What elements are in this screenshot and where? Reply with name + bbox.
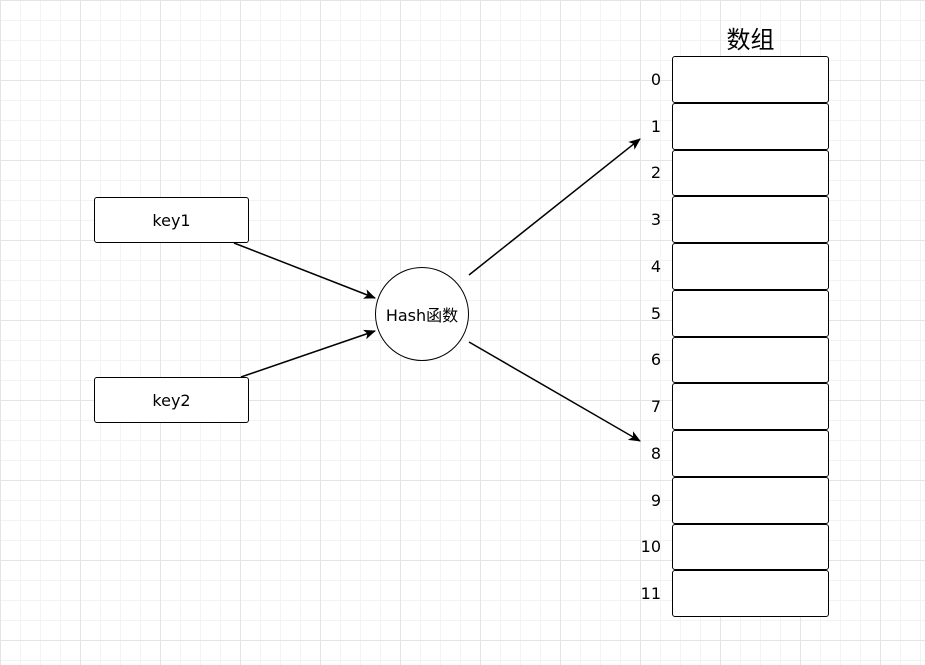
array-cell[interactable]: 10 — [641, 523, 829, 571]
array-index-label: 6 — [650, 350, 661, 370]
array-index-label: 11 — [640, 584, 661, 604]
array-index-label: 3 — [650, 210, 661, 230]
key2-label: key2 — [152, 390, 191, 410]
array-cell[interactable]: 5 — [651, 289, 829, 337]
array-cell[interactable]: 7 — [651, 383, 829, 430]
hash-function-label: Hash函数 — [385, 306, 459, 325]
array-cell[interactable]: 1 — [651, 102, 829, 150]
array-index-label: 4 — [650, 256, 661, 276]
key1-label: key1 — [152, 210, 191, 230]
array-index-label: 1 — [650, 116, 661, 136]
array-cell[interactable]: 11 — [641, 570, 829, 617]
array-index-label: 9 — [650, 490, 661, 510]
edge-key2-to-hash — [240, 329, 376, 378]
hash-function-node[interactable]: Hash函数 — [375, 267, 469, 361]
array-index-label: 2 — [650, 163, 661, 183]
edge-key1-to-hash — [233, 242, 376, 299]
key1-node[interactable]: key1 — [94, 197, 249, 243]
array-cell[interactable]: 2 — [651, 149, 829, 197]
array-cell[interactable]: 6 — [651, 336, 829, 384]
array-container: 0 1 2 3 4 5 6 7 8 9 10 11 — [641, 56, 829, 617]
array-index-label: 7 — [650, 397, 661, 417]
array-cell[interactable]: 3 — [651, 196, 829, 243]
edge-hash-to-index-8 — [468, 341, 641, 442]
array-index-label: 10 — [640, 537, 661, 557]
array-cell[interactable]: 0 — [651, 56, 829, 103]
array-cell[interactable]: 9 — [651, 476, 829, 524]
array-title: 数组 — [726, 26, 775, 54]
array-cell[interactable]: 4 — [651, 243, 829, 290]
array-index-label: 5 — [650, 303, 661, 323]
array-index-label: 8 — [650, 443, 661, 463]
array-cell[interactable]: 8 — [651, 430, 829, 477]
edge-hash-to-index-1 — [468, 138, 641, 276]
array-index-label: 0 — [650, 69, 661, 89]
key2-node[interactable]: key2 — [94, 377, 249, 423]
